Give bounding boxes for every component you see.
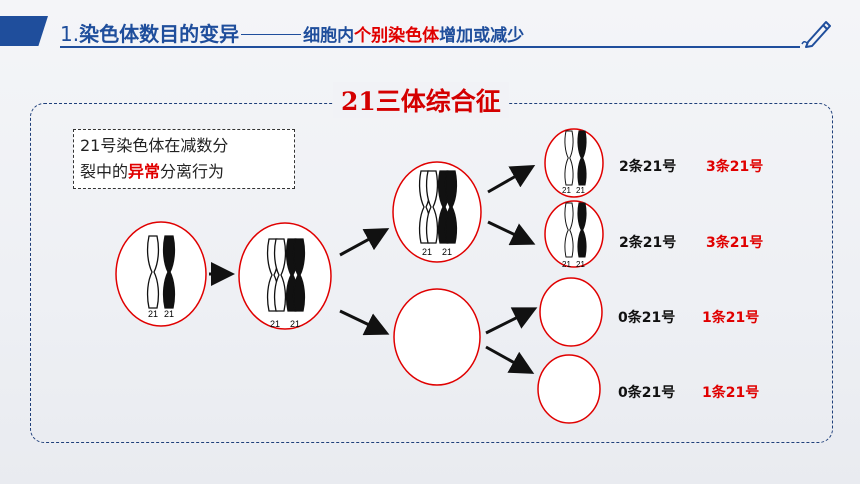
chromosome-label: 21 (576, 186, 585, 195)
page-title: 1. 染色体数目的变异 细胞内个别染色体增加或减少 (60, 18, 524, 46)
chromosome-label: 21 (164, 309, 174, 319)
replicated-cell (238, 222, 332, 330)
gamete-cell (544, 128, 604, 198)
empty-daughter-cell (393, 288, 481, 386)
parent-cell (115, 221, 207, 327)
title-dash (241, 34, 302, 35)
zygote-count-label: 3条21号 (706, 235, 764, 251)
chromosome-label: 21 (270, 319, 280, 329)
chromosome-label: 21 (442, 247, 452, 257)
title-underline (60, 46, 800, 48)
gamete-count-label: 0条21号 (618, 385, 676, 401)
chromosome-label: 21 (290, 319, 300, 329)
zygote-count-label: 1条21号 (702, 385, 760, 401)
title-text: 染色体数目的变异 (79, 22, 240, 46)
gamete-cell (539, 277, 603, 347)
subtitle: 细胞内个别染色体增加或减少 (303, 21, 524, 46)
subtitle-part-c: 增加或减少 (439, 26, 525, 46)
gamete-cell (537, 354, 601, 424)
arrow (485, 345, 535, 374)
arrow (339, 309, 390, 336)
subtitle-part-a: 细胞内 (303, 26, 355, 46)
title-number: 1. (60, 22, 80, 46)
arrow (339, 228, 390, 257)
header-tab (0, 16, 48, 46)
abnormal-daughter-cell (392, 161, 482, 263)
note-line-2a: 裂中的 (80, 162, 129, 181)
gamete-count-label: 0条21号 (618, 310, 676, 326)
zygote-count-label: 3条21号 (706, 159, 764, 175)
pen-icon (801, 21, 831, 48)
zygote-count-label: 1条21号 (702, 310, 760, 326)
chromosome-label: 21 (148, 309, 158, 319)
note-line-2c: 分离行为 (160, 162, 225, 181)
chromosome-label: 21 (422, 247, 432, 257)
note-abnormal: 异常 (128, 162, 161, 181)
chromosome-label: 21 (576, 260, 585, 269)
box-title: 21三体综合征 (333, 82, 509, 118)
note-line-2: 裂中的异常分离行为 (80, 159, 288, 185)
note-box: 21号染色体在减数分 裂中的异常分离行为 (73, 129, 295, 189)
arrow (487, 220, 536, 246)
chromosome-label: 21 (562, 260, 571, 269)
arrow (485, 307, 538, 335)
gamete-count-label: 2条21号 (619, 159, 677, 175)
subtitle-part-b: 个别染色体 (354, 26, 440, 46)
gamete-count-label: 2条21号 (619, 235, 677, 251)
note-line-1: 21号染色体在减数分 (80, 136, 229, 155)
arrow (487, 165, 536, 194)
chromosome-label: 21 (562, 186, 571, 195)
gamete-cell (544, 200, 604, 268)
